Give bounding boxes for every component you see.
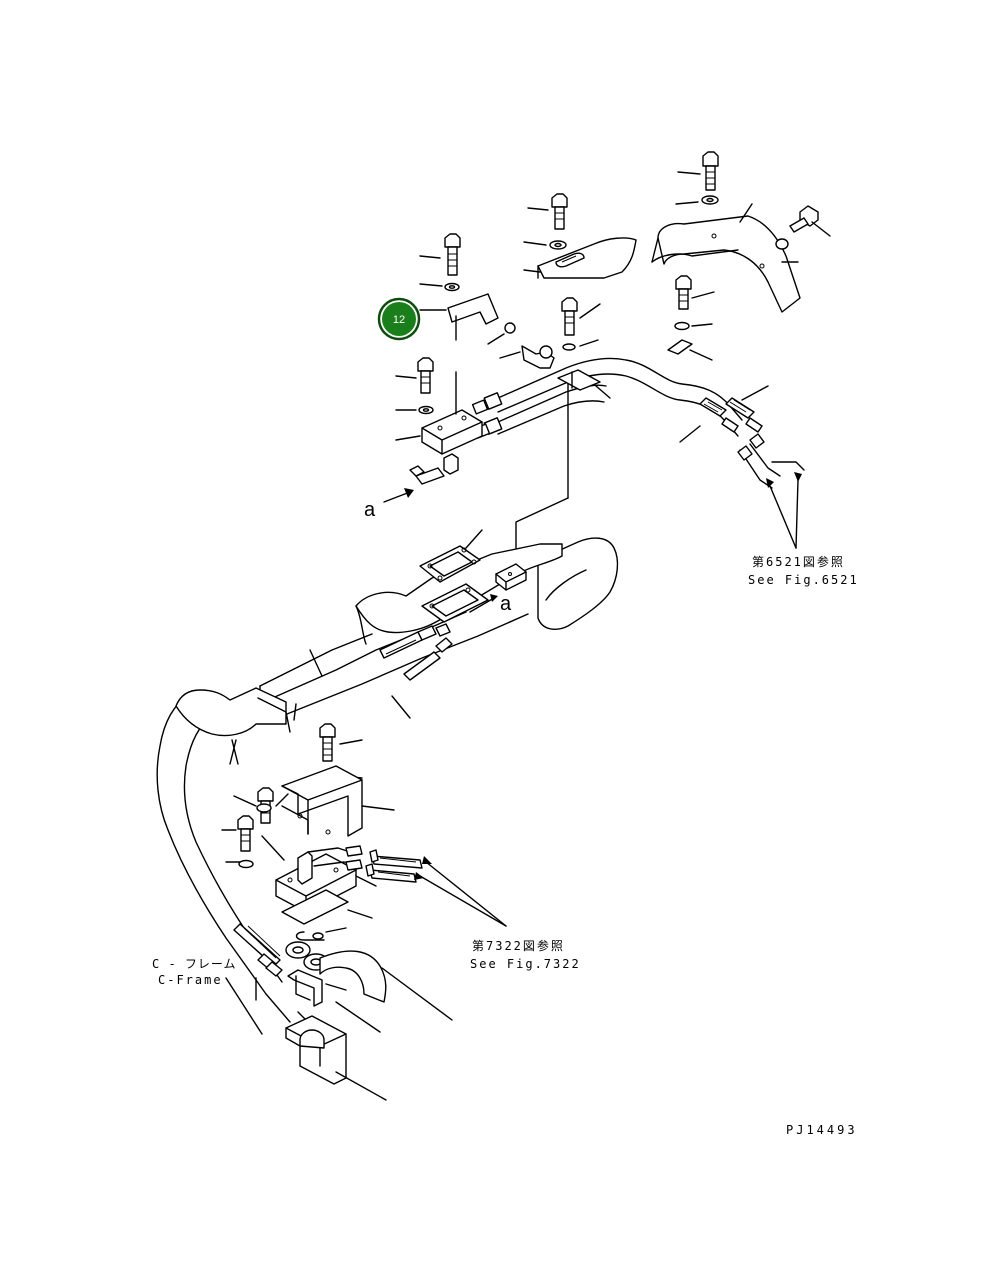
leader-lines-mid — [515, 497, 569, 559]
lower-clip — [295, 927, 347, 941]
junction-block — [395, 371, 483, 485]
top-bolt-1 — [677, 151, 719, 191]
lower-manifold — [261, 835, 377, 913]
left-bolt-1 — [419, 233, 461, 276]
lower-gasket — [281, 889, 373, 925]
hose-upper-2 — [497, 384, 607, 435]
lower-swivel — [285, 941, 453, 1021]
boom-hose-fittings — [379, 623, 453, 681]
reference-arrows-7322 — [414, 856, 507, 927]
left-washer-2 — [395, 405, 434, 415]
callout-badge-12[interactable]: 12 — [377, 297, 421, 341]
lower-bolt-1 — [319, 723, 363, 762]
drawing-code: PJ14493 — [786, 1123, 858, 1137]
bracket-bolt — [499, 345, 555, 369]
ref-6521-en: See Fig.6521 — [748, 573, 859, 587]
ref-6521-jp: 第6521図参照 — [752, 554, 845, 569]
callout-badge-number: 12 — [393, 314, 405, 326]
lower-saddle — [285, 1001, 387, 1101]
view-letter-a-top: a — [364, 499, 376, 521]
clamp-block — [557, 369, 611, 499]
middle-cover — [523, 237, 637, 279]
boom-top-plate — [421, 583, 489, 623]
hose-upper-1 — [497, 357, 743, 437]
reference-arrows-6521 — [766, 472, 802, 549]
left-washer-1 — [419, 282, 460, 292]
top-washer-1 — [675, 195, 719, 205]
view-arrow-a-boom: a — [469, 593, 512, 615]
lower-bolt-3 — [221, 815, 254, 869]
boom-leaders — [229, 649, 411, 765]
top-washer-2 — [523, 240, 567, 250]
right-cover — [651, 203, 801, 313]
lower-cover — [281, 765, 395, 837]
c-frame-label-jp: C - フレーム — [152, 957, 237, 971]
view-letter-a-boom: a — [500, 593, 512, 615]
left-bolt-2 — [395, 357, 434, 394]
right-bolt-angled — [775, 205, 831, 250]
c-frame-leader — [225, 977, 263, 1035]
clamp-bracket — [419, 293, 499, 341]
bracket-washer — [487, 322, 516, 345]
clamp-bolt — [561, 297, 601, 351]
boom-clamp-block — [495, 563, 527, 591]
top-bolt-2 — [527, 193, 568, 230]
c-frame-label-en: C-Frame — [158, 973, 223, 987]
lower-hoses-short — [365, 849, 423, 883]
hose-right-ends — [679, 385, 805, 489]
ref-7322-en: See Fig.7322 — [470, 957, 581, 971]
boom-gasket-plate — [419, 529, 483, 583]
right-clamp-bolt — [667, 275, 715, 361]
lower-bolt-2 — [233, 787, 289, 824]
view-arrow-a-top: a — [364, 488, 414, 521]
ref-7322-jp: 第7322図参照 — [472, 938, 565, 953]
